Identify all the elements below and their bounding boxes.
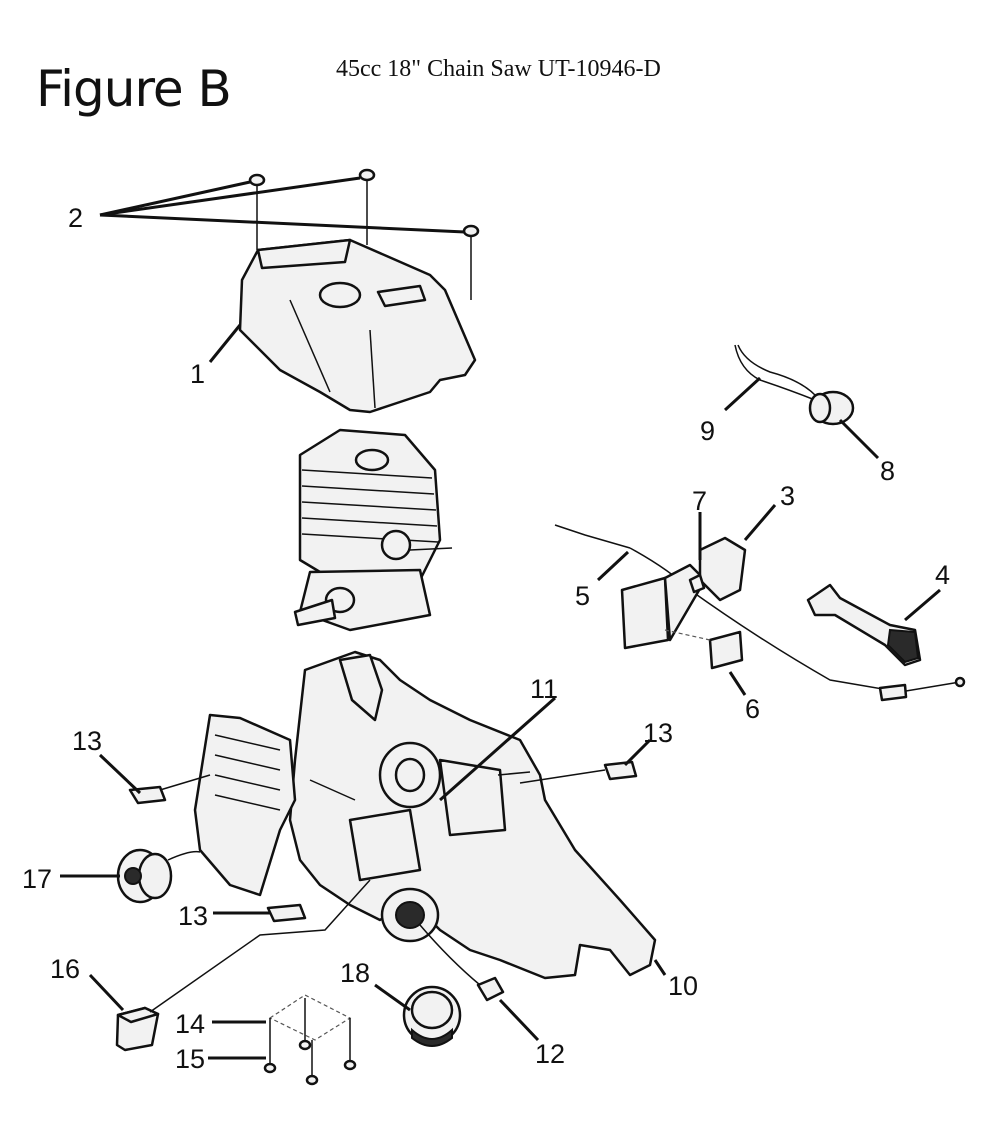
callout-13-lower: 13 <box>178 901 208 931</box>
figure-label: Figure B <box>36 60 232 118</box>
callout-6: 6 <box>745 694 760 724</box>
throttle-trigger-part-4 <box>806 583 922 667</box>
callout-11: 11 <box>530 674 558 704</box>
callout-16: 16 <box>50 954 80 984</box>
leader-lines <box>60 176 941 1060</box>
callout-5: 5 <box>575 581 590 611</box>
callout-9: 9 <box>700 416 715 446</box>
callout-2: 2 <box>68 203 83 233</box>
screws-part-14-15 <box>263 994 357 1086</box>
callout-4: 4 <box>935 560 950 590</box>
callout-7: 7 <box>692 486 707 516</box>
fuel-line-part-12 <box>419 924 505 1002</box>
callout-labels: 2 1 9 8 7 3 5 4 6 11 13 13 17 13 16 18 1… <box>22 203 950 1074</box>
callout-18: 18 <box>340 958 370 988</box>
fuel-cap-part-18 <box>380 887 462 1047</box>
engine-cylinder <box>293 428 453 632</box>
ignition-assembly <box>554 524 966 702</box>
callout-15: 15 <box>175 1044 205 1074</box>
callout-14: 14 <box>175 1009 205 1039</box>
callout-17: 17 <box>22 864 52 894</box>
left-bracket <box>193 713 297 897</box>
top-cover-part-1 <box>238 238 477 414</box>
callout-13-right: 13 <box>643 718 673 748</box>
clip-part-13-b <box>519 760 638 784</box>
carburetor-boot-part-17 <box>116 848 201 904</box>
callout-8: 8 <box>880 456 895 486</box>
figure-title: 45cc 18" Chain Saw UT-10946-D <box>336 56 661 82</box>
clip-part-13-a <box>128 774 211 805</box>
filter-part-16 <box>115 879 371 1052</box>
callout-3: 3 <box>780 481 795 511</box>
spark-plug-boot-part-8 <box>808 390 855 426</box>
callout-10: 10 <box>668 971 698 1001</box>
clip-part-13-c <box>266 903 307 923</box>
callout-12: 12 <box>535 1039 565 1069</box>
callout-1: 1 <box>190 359 205 389</box>
callout-13-left: 13 <box>72 726 102 756</box>
crankcase-housing-part-10 <box>288 650 657 980</box>
